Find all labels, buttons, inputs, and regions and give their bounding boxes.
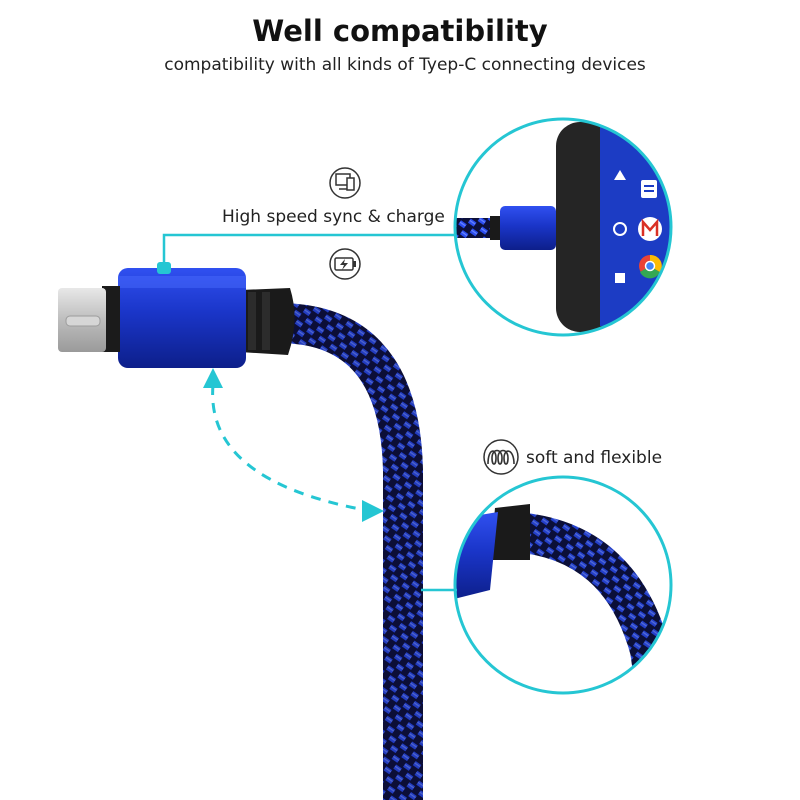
nav-home-icon — [613, 222, 627, 236]
app-docs-icon — [641, 180, 657, 198]
sync-charge-label: High speed sync & charge — [222, 207, 445, 227]
page-subtitle: compatibility with all kinds of Tyep-C c… — [164, 55, 646, 75]
flex-rotate-arrow-icon — [203, 368, 384, 522]
phone-zoom-circle — [453, 117, 673, 337]
main-cable — [58, 268, 423, 800]
page-title: Well compatibility — [252, 14, 548, 48]
sync-devices-icon — [329, 167, 361, 199]
sync-callout-line — [157, 233, 457, 274]
soft-flexible-label: soft and flexible — [526, 448, 663, 468]
nav-back-icon — [614, 170, 626, 180]
flex-zoom-circle — [453, 475, 673, 695]
coil-spring-icon — [483, 439, 519, 475]
nav-recent-icon — [615, 273, 625, 283]
battery-charge-icon — [329, 248, 361, 280]
